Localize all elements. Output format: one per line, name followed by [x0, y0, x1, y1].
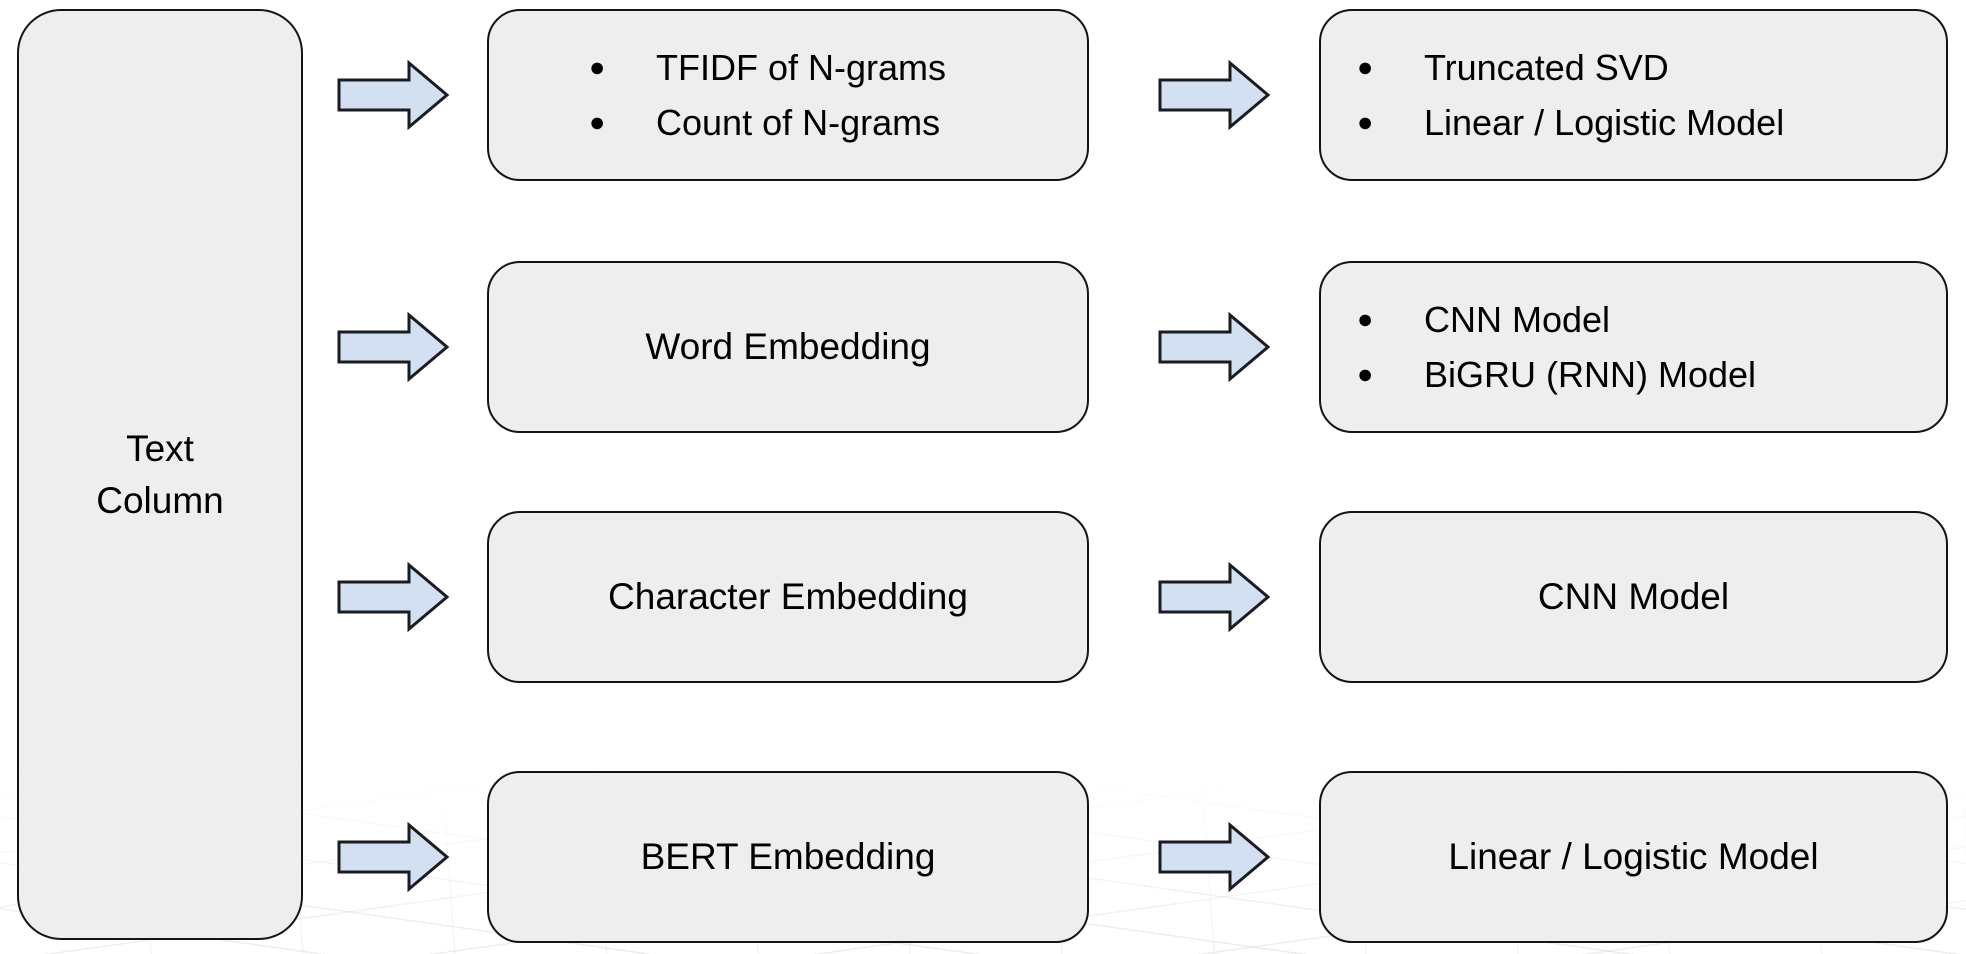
- node-label: Character Embedding: [608, 576, 968, 617]
- source-node-label: Text Column: [96, 427, 224, 521]
- bullet-list: TFIDF of N-grams Count of N-grams: [589, 40, 946, 150]
- arrow-right-icon: [337, 562, 450, 632]
- arrow-right-icon: [337, 822, 450, 892]
- model-node-cnn-bigru: CNN Model BiGRU (RNN) Model: [1319, 261, 1948, 433]
- bullet-item: Linear / Logistic Model: [1357, 95, 1784, 150]
- arrow-right-icon: [1158, 562, 1271, 632]
- feature-node-bert-embedding: BERT Embedding: [487, 771, 1089, 943]
- bullet-item: TFIDF of N-grams: [589, 40, 946, 95]
- source-node-text-column: Text Column: [17, 9, 303, 940]
- bullet-list: CNN Model BiGRU (RNN) Model: [1357, 292, 1756, 402]
- bullet-item: CNN Model: [1357, 292, 1756, 347]
- node-label: CNN Model: [1537, 576, 1730, 617]
- model-node-linear-logistic: Linear / Logistic Model: [1319, 771, 1948, 943]
- bullet-list: Truncated SVD Linear / Logistic Model: [1357, 40, 1784, 150]
- bullet-item: Count of N-grams: [589, 95, 946, 150]
- arrow-right-icon: [337, 312, 450, 382]
- node-label: Linear / Logistic Model: [1448, 836, 1819, 877]
- model-node-cnn: CNN Model: [1319, 511, 1948, 683]
- arrow-right-icon: [1158, 60, 1271, 130]
- bullet-item: Truncated SVD: [1357, 40, 1784, 95]
- node-label: BERT Embedding: [640, 836, 936, 877]
- arrow-right-icon: [1158, 312, 1271, 382]
- model-node-svd-linear: Truncated SVD Linear / Logistic Model: [1319, 9, 1948, 181]
- node-label: Word Embedding: [645, 326, 931, 367]
- feature-node-character-embedding: Character Embedding: [487, 511, 1089, 683]
- feature-node-ngrams: TFIDF of N-grams Count of N-grams: [487, 9, 1089, 181]
- feature-node-word-embedding: Word Embedding: [487, 261, 1089, 433]
- arrow-right-icon: [1158, 822, 1271, 892]
- arrow-right-icon: [337, 60, 450, 130]
- bullet-item: BiGRU (RNN) Model: [1357, 347, 1756, 402]
